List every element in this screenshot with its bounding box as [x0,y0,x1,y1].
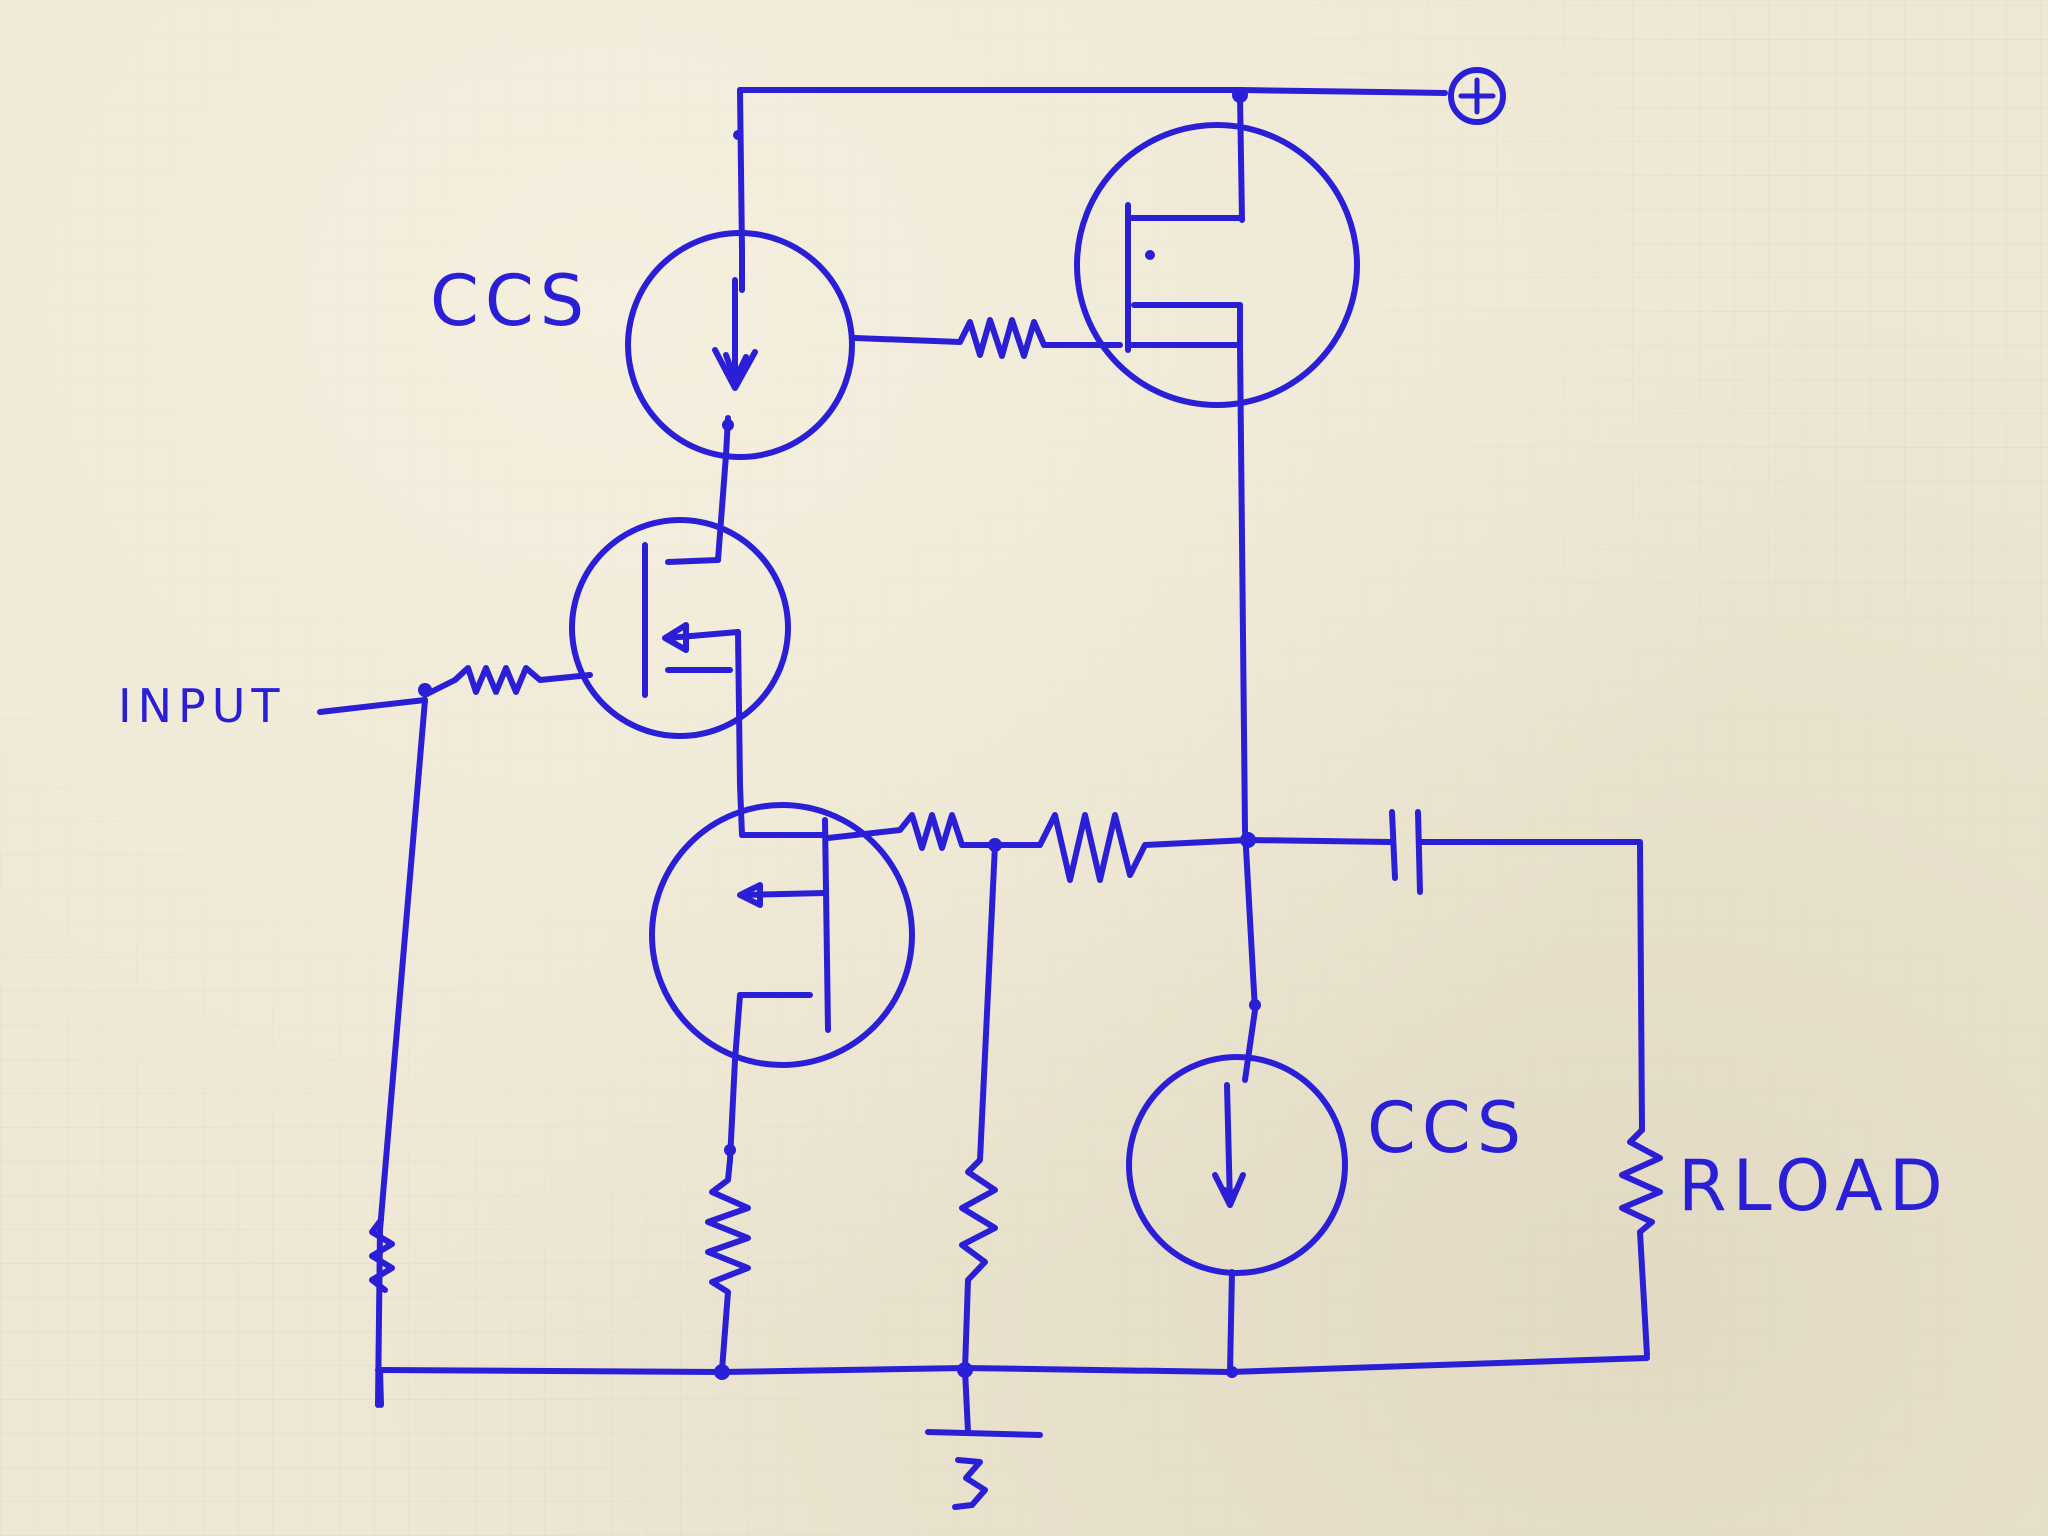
gate-resistor-output [852,317,1123,359]
input-bias-resistor [369,1217,395,1293]
plus-terminal [1448,67,1506,125]
feedback-resistor-2 [992,812,1256,883]
rload-label: RLOAD [1678,1145,1949,1227]
cascode-mosfet [569,452,791,788]
feedback-shunt-resistor [959,842,998,1373]
ccs-top-label: CCS [430,260,590,342]
input-label: INPUT [118,679,285,733]
ccs-top [625,230,855,460]
supply-rail [733,87,1448,253]
output-mosfet [1074,92,1360,833]
ground-rail [375,1355,1650,1408]
feedback-resistor-1 [825,812,1002,852]
source-resistor [705,1157,751,1373]
coupling-capacitor [1245,809,1645,1133]
load-resistor [1619,1127,1663,1358]
ccs-bottom [1126,827,1348,1375]
input-network [317,665,593,1408]
ccs-bottom-label: CCS [1367,1087,1527,1169]
ground-symbol [925,1367,1043,1510]
input-mosfet [649,782,915,1163]
